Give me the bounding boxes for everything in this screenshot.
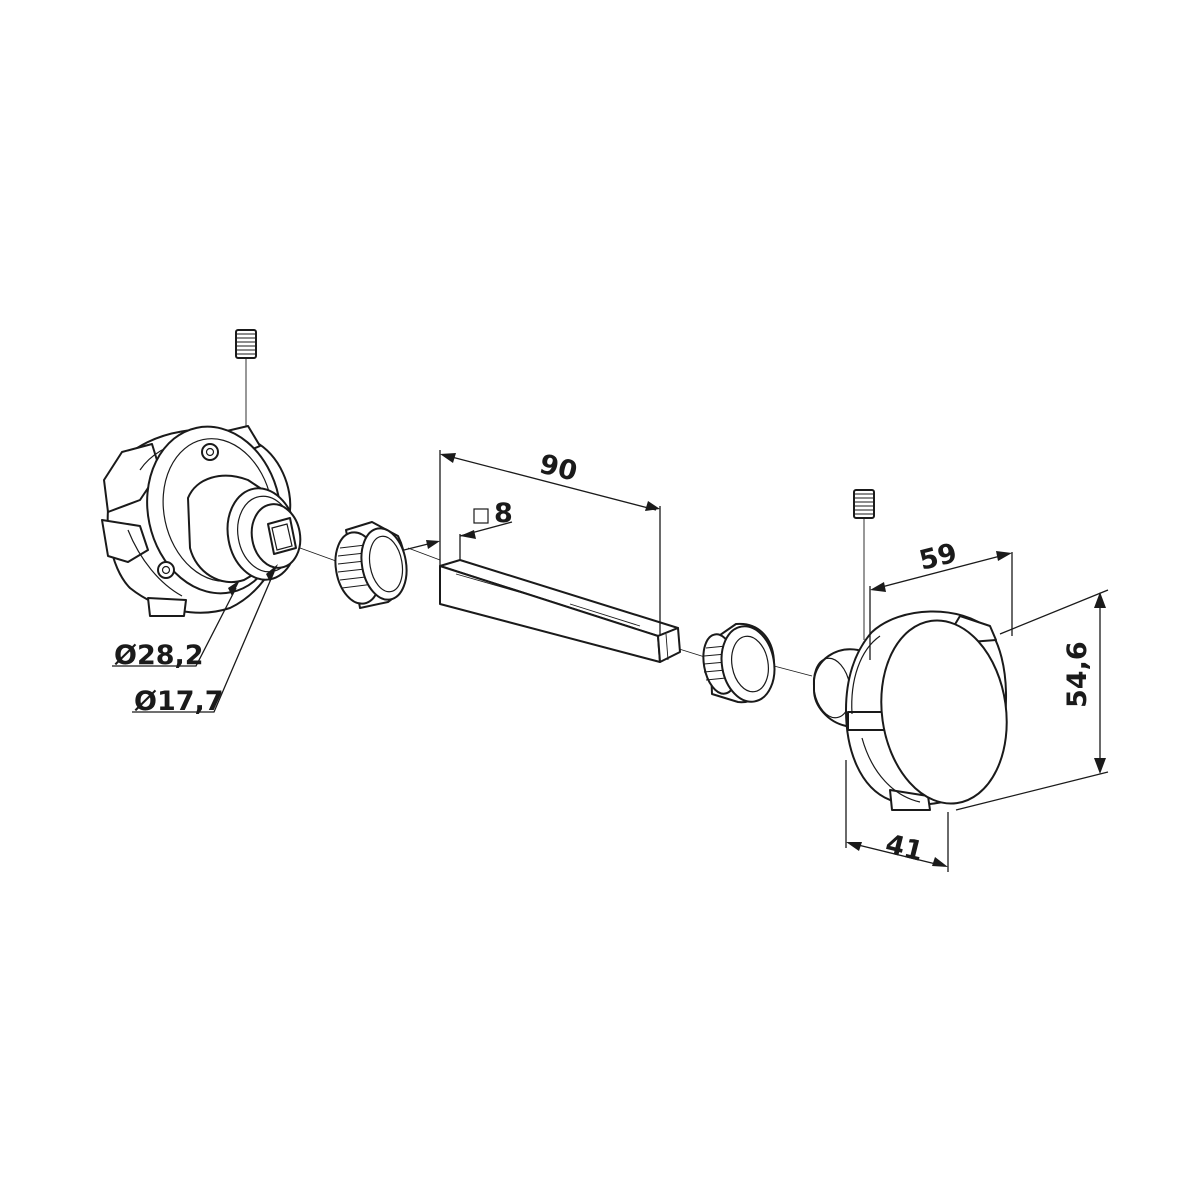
square-spindle	[439, 559, 681, 663]
right-set-screw	[853, 489, 875, 640]
spindle-length-dimension: 90	[439, 449, 661, 636]
left-diameter-leaders: Ø28,2 Ø17,7	[112, 564, 278, 717]
spindle-length-label: 90	[536, 449, 580, 488]
knob-depth-label: 41	[882, 829, 926, 868]
knob-height-label: 54,6	[1062, 641, 1093, 708]
left-bushing	[334, 521, 408, 609]
right-bushing	[702, 622, 776, 704]
knob-height-dimension: 54,6	[955, 589, 1109, 811]
right-knob	[812, 489, 1008, 811]
square-symbol	[473, 508, 489, 524]
knob-width-dimension: 59	[869, 538, 1013, 660]
neck-diameter-label: Ø17,7	[134, 686, 224, 717]
rosette-diameter-label: Ø28,2	[114, 640, 204, 671]
left-knob	[101, 329, 302, 617]
square-size-dimension: 8	[403, 498, 513, 560]
knob-width-label: 59	[916, 538, 960, 577]
centre-axis	[299, 547, 813, 677]
square-size-label: 8	[494, 498, 513, 529]
